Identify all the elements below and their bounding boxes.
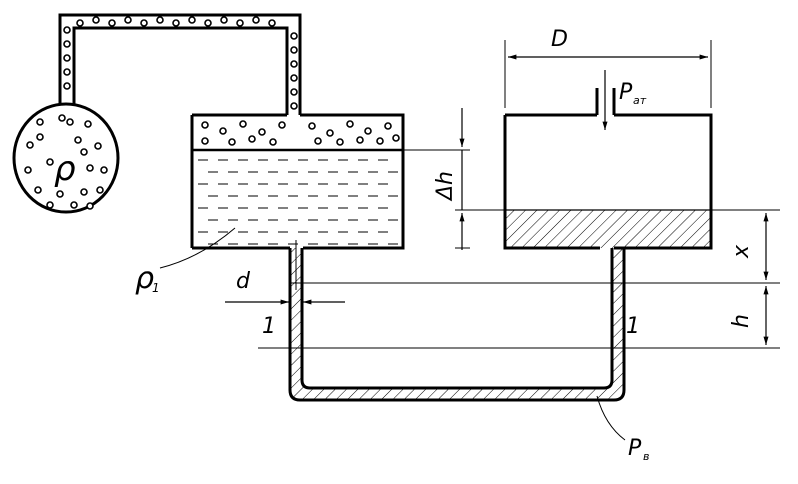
gas-particle [248, 135, 256, 143]
gas-particle [204, 19, 212, 27]
label-P-at: P [619, 80, 633, 105]
label-P-v-sub: в [643, 450, 649, 463]
gas-particle [376, 137, 384, 145]
tank-gas-particles [201, 120, 400, 146]
gas-particle [188, 16, 196, 24]
gas-particle [290, 102, 298, 110]
gas-particle [58, 114, 66, 122]
gas-particle [86, 164, 94, 172]
gas-particle [258, 128, 266, 136]
gas-particle [228, 138, 236, 146]
gas-particle [84, 120, 92, 128]
label-d: d [236, 269, 251, 294]
gas-particle [46, 158, 54, 166]
gas-particle [290, 88, 298, 96]
rho1-leader [159, 227, 236, 269]
gas-particle [26, 141, 34, 149]
gas-particle [201, 137, 209, 145]
gas-tube [58, 13, 302, 115]
label-rho1-sub: 1 [152, 281, 160, 295]
gas-particle [156, 16, 164, 24]
gas-particle [80, 148, 88, 156]
bulb-gas-particles [24, 114, 108, 210]
label-P-v: P [628, 436, 642, 461]
gas-particle [108, 19, 116, 27]
gas-particle [269, 138, 277, 146]
gas-particle [336, 138, 344, 146]
gas-particle [56, 190, 64, 198]
gas-particle [252, 16, 260, 24]
label-section-left: 1 [262, 314, 276, 339]
gas-bulb [12, 102, 120, 214]
gas-particle [278, 121, 286, 129]
right-tank [503, 70, 713, 250]
gas-particle [290, 74, 298, 82]
gas-particle [239, 120, 247, 128]
gas-particle [46, 201, 54, 209]
u-tube [288, 240, 626, 402]
gas-particle [201, 121, 209, 129]
gas-particle [356, 136, 364, 144]
label-rho1: ρ [135, 261, 154, 296]
gas-particle [236, 19, 244, 27]
gas-particle [308, 122, 316, 130]
gas-particle [24, 166, 32, 174]
gas-particle [63, 54, 71, 62]
gas-particle [63, 68, 71, 76]
gas-particle [172, 19, 180, 27]
gas-particle [86, 202, 94, 210]
gas-particle [92, 16, 100, 24]
gas-particle [74, 136, 82, 144]
gas-particle [96, 186, 104, 194]
gas-particle [63, 82, 71, 90]
gas-particle [364, 127, 372, 135]
gas-particle [76, 19, 84, 27]
label-P-at-sub: ат [633, 94, 647, 107]
gas-particle [290, 32, 298, 40]
gas-particle [94, 142, 102, 150]
gas-particle [36, 118, 44, 126]
gas-particle [124, 16, 132, 24]
gas-particle [326, 129, 334, 137]
gas-particle [36, 133, 44, 141]
gas-particle [70, 201, 78, 209]
gas-particle [346, 120, 354, 128]
gas-particle [314, 137, 322, 145]
gas-particle [100, 166, 108, 174]
gas-particle [392, 134, 400, 142]
reference-lines [258, 40, 780, 349]
label-section-right: 1 [626, 314, 640, 339]
left-tank [190, 113, 405, 250]
gas-particle [220, 16, 228, 24]
gas-particle [290, 46, 298, 54]
label-rho: ρ [54, 149, 76, 189]
gas-particle [34, 186, 42, 194]
label-D: D [551, 27, 568, 52]
gas-particle [80, 188, 88, 196]
tube-gas-particles [63, 16, 298, 110]
gas-particle [268, 19, 276, 27]
liquid-surface-dashes [198, 159, 398, 245]
gas-particle [63, 26, 71, 34]
gas-particle [63, 40, 71, 48]
label-h: h [729, 314, 754, 328]
gas-particle [384, 122, 392, 130]
gas-particle [290, 60, 298, 68]
gas-particle [66, 118, 74, 126]
label-delta-h: Δh [433, 171, 458, 202]
Pv-leader [596, 395, 626, 441]
label-x: x [729, 244, 754, 259]
gas-particle [140, 19, 148, 27]
gas-particle [219, 127, 227, 135]
